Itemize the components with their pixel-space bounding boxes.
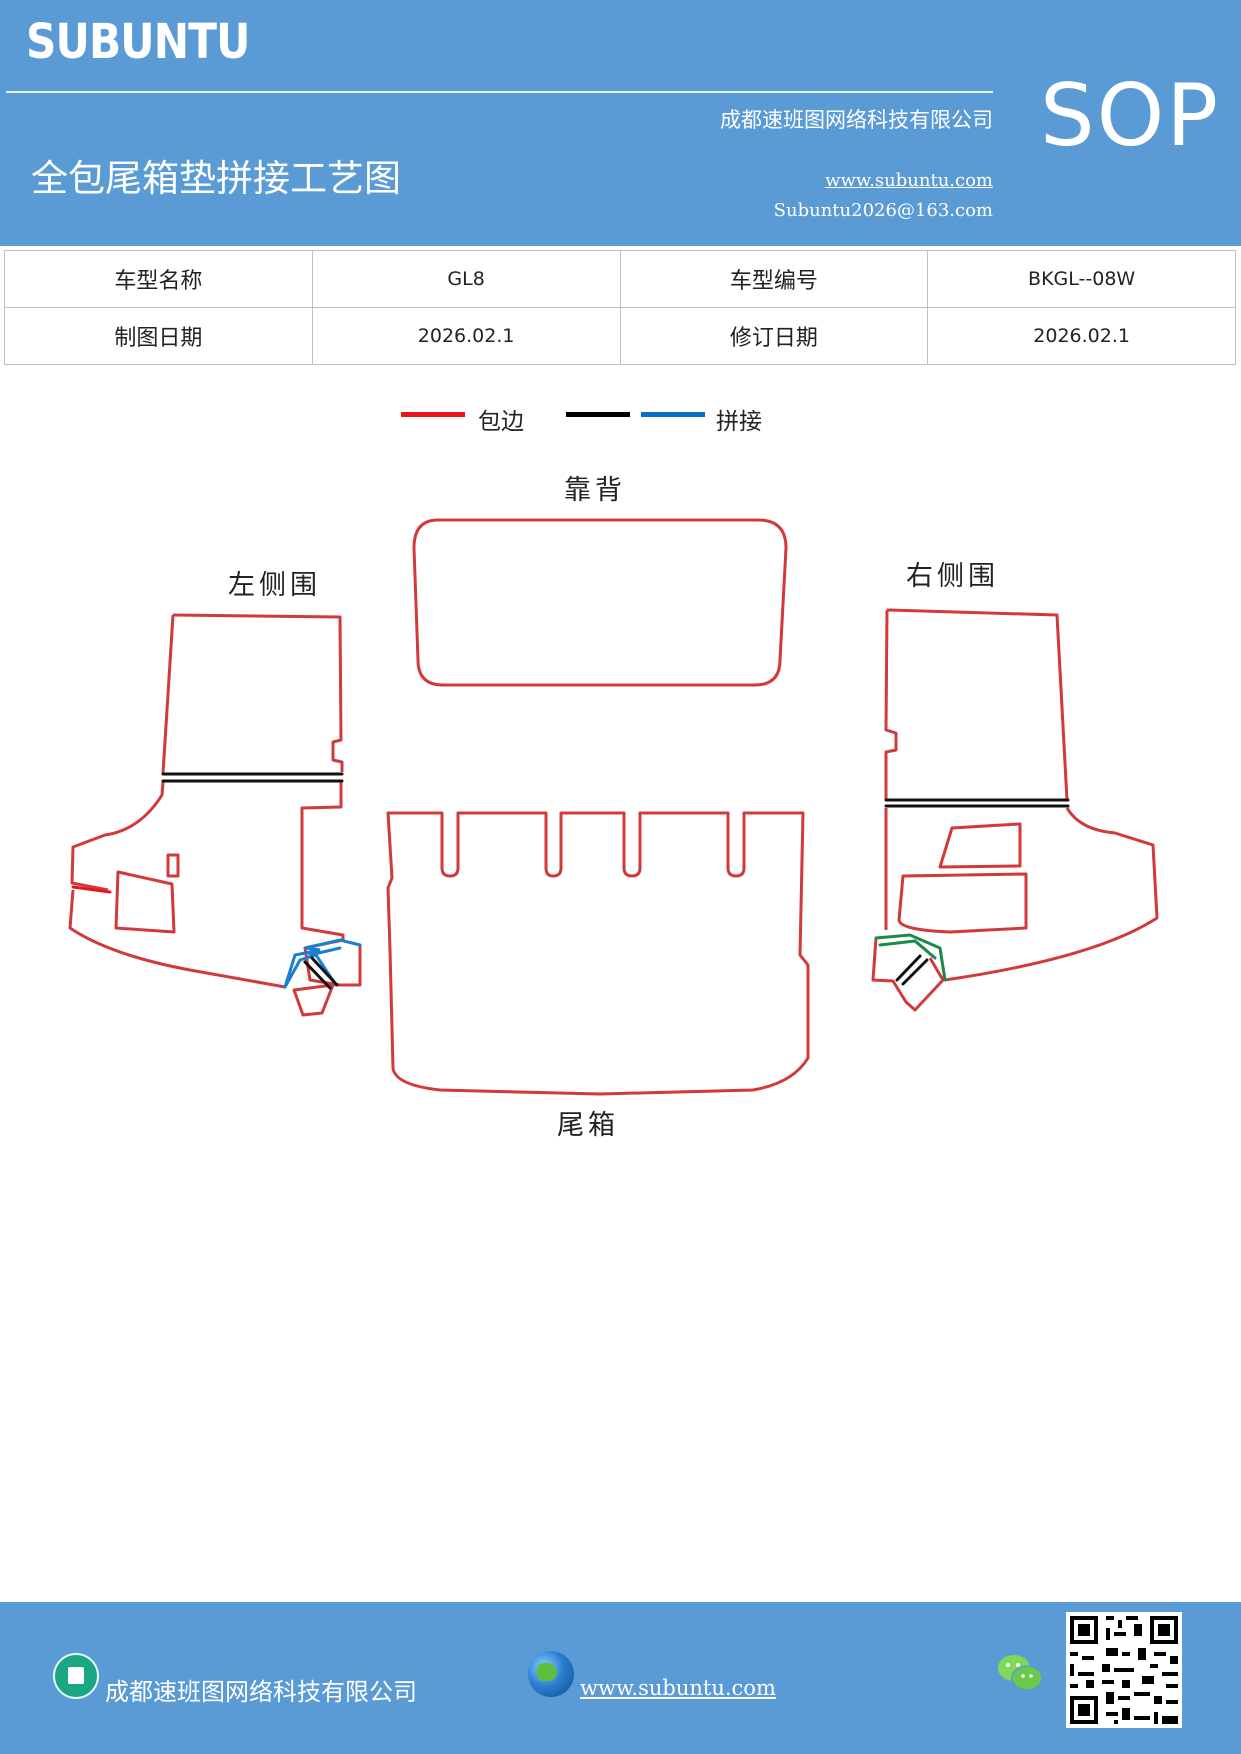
header-company: 成都速班图网络科技有限公司 (720, 108, 993, 132)
model-code-value: BKGL--08W (927, 250, 1236, 308)
right-side-hole-upper (938, 822, 1022, 869)
qr-code-icon (1066, 1612, 1182, 1728)
label-backrest: 靠背 (564, 475, 626, 506)
left-side-outline (172, 613, 344, 772)
right-side-outline (886, 608, 1069, 801)
draw-date-value: 2026.02.1 (311, 307, 621, 365)
revise-date-value: 2026.02.1 (927, 307, 1236, 365)
legend-line-black (566, 412, 630, 417)
legend: 包边 拼接 (0, 400, 1241, 440)
model-code-label: 车型编号 (619, 250, 929, 308)
legend-line-edge-binding (401, 412, 465, 417)
backrest-outline (412, 518, 788, 687)
left-side-top-left (161, 614, 175, 774)
sop-badge: SOP (1040, 66, 1221, 166)
right-side-upper-left (884, 609, 898, 800)
legend-line-splice (641, 412, 705, 417)
left-side-bottom (68, 889, 286, 989)
model-name-label: 车型名称 (4, 250, 313, 308)
label-left-side: 左侧围 (228, 570, 321, 601)
model-name-value: GL8 (311, 250, 621, 308)
label-trunk: 尾箱 (557, 1110, 619, 1141)
wechat-icon (998, 1655, 1043, 1691)
left-side-hole (114, 870, 176, 934)
document-title: 全包尾箱垫拼接工艺图 (31, 157, 401, 200)
header-band: SUBUNTU 成都速班图网络科技有限公司 全包尾箱垫拼接工艺图 www.sub… (0, 0, 1241, 246)
footer-band: 成都速班图网络科技有限公司 www.subuntu.com (0, 1602, 1241, 1754)
legend-label-edge-binding: 包边 (478, 409, 524, 435)
right-side-hole-lower (897, 872, 1028, 934)
right-side-body (944, 807, 1159, 982)
right-seam-green (874, 933, 947, 982)
header-website-link[interactable]: www.subuntu.com (825, 170, 993, 191)
header-divider (6, 91, 993, 93)
footer-website-link[interactable]: www.subuntu.com (580, 1676, 776, 1700)
building-icon (53, 1653, 99, 1699)
left-seam-blue-2 (283, 953, 338, 989)
revise-date-label: 修订日期 (619, 307, 929, 365)
left-side-tab (292, 983, 335, 1017)
model-info-table: 车型名称 GL8 车型编号 BKGL--08W 制图日期 2026.02.1 修… (4, 250, 1236, 365)
right-side-tab (871, 937, 945, 1012)
brand-logo: SUBUNTU (26, 14, 250, 70)
left-side-body (70, 781, 165, 892)
header-email[interactable]: Subuntu2026@163.com (773, 200, 993, 221)
left-seam-red (71, 885, 112, 894)
globe-icon (528, 1651, 574, 1697)
left-seam-black-diag (303, 956, 339, 990)
footer-company: 成都速班图网络科技有限公司 (105, 1678, 417, 1706)
trunk-outline (386, 811, 810, 1096)
table-row: 制图日期 2026.02.1 修订日期 2026.02.1 (4, 307, 1236, 365)
label-right-side: 右侧围 (906, 561, 999, 592)
left-side-slot (166, 853, 180, 878)
right-seam-black-diag (895, 954, 929, 986)
table-row: 车型名称 GL8 车型编号 BKGL--08W (4, 250, 1236, 308)
legend-label-splice: 拼接 (716, 409, 762, 435)
draw-date-label: 制图日期 (4, 307, 313, 365)
